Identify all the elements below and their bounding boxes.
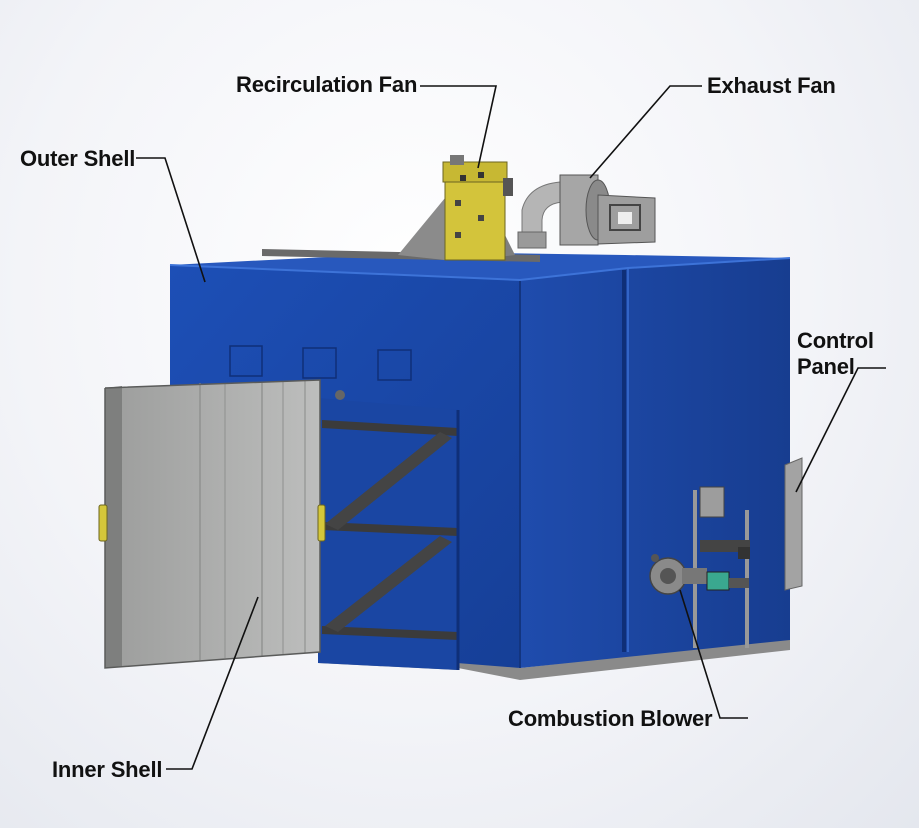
leader-inner-shell — [166, 596, 259, 770]
inner-shell-door — [98, 379, 326, 669]
leader-lines — [136, 85, 886, 770]
label-inner-shell: Inner Shell — [52, 757, 163, 782]
control-panel — [784, 457, 803, 591]
leader-outer-shell — [136, 157, 206, 283]
label-control-panel: Control Panel — [797, 328, 874, 379]
shell-top — [170, 252, 790, 280]
shell-side — [520, 258, 790, 668]
leader-recirculation-fan — [420, 85, 497, 169]
label-exhaust-fan: Exhaust Fan — [707, 73, 836, 98]
exhaust-fan — [517, 174, 656, 249]
label-outer-shell: Outer Shell — [20, 146, 136, 171]
leader-control-panel — [795, 367, 886, 493]
label-combustion-blower: Combustion Blower — [508, 706, 713, 731]
combustion-blower — [649, 486, 750, 648]
leader-combustion-blower — [679, 589, 748, 719]
door-bracing — [318, 390, 460, 670]
label-recirculation-fan: Recirculation Fan — [236, 72, 418, 97]
leader-exhaust-fan — [589, 85, 702, 179]
recirculation-fan — [398, 155, 515, 261]
